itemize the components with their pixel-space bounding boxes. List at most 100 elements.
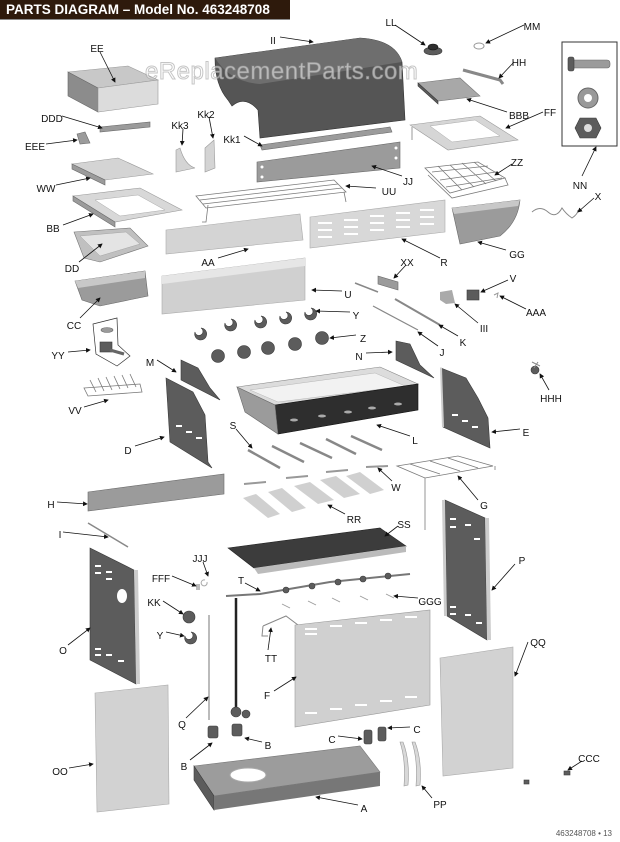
part-UU-warming-rack[interactable] — [195, 179, 347, 223]
callout-label-jjj[interactable]: JJJ — [193, 554, 208, 565]
callout-label-ss[interactable]: SS — [397, 520, 411, 531]
callout-label-d[interactable]: D — [124, 446, 131, 457]
part-O-cart-side[interactable] — [89, 547, 140, 685]
callout-label-zz[interactable]: ZZ — [511, 158, 523, 169]
callout-label-dd[interactable]: DD — [65, 264, 79, 275]
part-VV-grate[interactable] — [83, 373, 143, 397]
part-X-wire[interactable] — [531, 207, 579, 219]
callout-label-ccc[interactable]: CCC — [578, 754, 600, 765]
callout-label-f[interactable]: F — [264, 691, 270, 702]
part-E-cart-side[interactable] — [440, 367, 491, 449]
part-Y-bezel-side[interactable] — [184, 631, 197, 645]
part-TT-tank-holder[interactable] — [261, 615, 303, 637]
callout-label-bbb[interactable]: BBB — [509, 111, 529, 122]
part-I-brace[interactable] — [87, 522, 129, 548]
callout-label-j[interactable]: J — [440, 348, 445, 359]
part-KK-knob[interactable] — [182, 610, 196, 624]
callout-label-x[interactable]: X — [595, 192, 602, 203]
part-FFF-box[interactable] — [196, 584, 200, 590]
callout-label-aa[interactable]: AA — [201, 258, 215, 269]
part-RR-grates[interactable] — [243, 472, 384, 518]
part-Kk1-handle[interactable] — [259, 126, 393, 151]
callout-label-rr[interactable]: RR — [347, 515, 361, 526]
callout-label-ii[interactable]: II — [270, 36, 276, 47]
callout-label-o[interactable]: O — [59, 646, 67, 657]
part-K-rail[interactable] — [394, 298, 441, 326]
callout-label-m[interactable]: M — [146, 358, 154, 369]
callout-label-ee[interactable]: EE — [90, 44, 104, 55]
callout-label-hhh[interactable]: HHH — [540, 394, 562, 405]
part-J-rail[interactable] — [372, 305, 419, 331]
callout-label-uu[interactable]: UU — [382, 187, 396, 198]
callout-label-ww[interactable]: WW — [37, 184, 56, 195]
part-N-firebox-side[interactable] — [395, 340, 435, 379]
callout-label-c2[interactable]: C — [413, 725, 420, 736]
part-A-bottom-shelf[interactable] — [193, 745, 381, 811]
part-GGG-electrodes[interactable] — [281, 593, 395, 609]
part-L-firebox[interactable] — [235, 366, 420, 435]
callout-label-y2[interactable]: Y — [157, 631, 164, 642]
callout-label-mm[interactable]: MM — [524, 22, 541, 33]
callout-label-c1[interactable]: C — [328, 735, 335, 746]
part-BBB-shelf-top[interactable] — [417, 77, 481, 105]
callout-label-ff[interactable]: FF — [544, 108, 556, 119]
part-NN-hardware-kit[interactable] — [561, 41, 618, 147]
part-HHH-ignitor[interactable] — [530, 361, 541, 375]
part-Kk2-bracket[interactable] — [204, 139, 216, 173]
callout-label-gg[interactable]: GG — [509, 250, 525, 261]
callout-label-nn[interactable]: NN — [573, 181, 587, 192]
callout-label-a[interactable]: A — [361, 804, 368, 815]
callout-label-v[interactable]: V — [510, 274, 517, 285]
callout-label-vv[interactable]: VV — [68, 406, 82, 417]
callout-label-ggg[interactable]: GGG — [418, 597, 442, 608]
callout-label-kk3[interactable]: Kk3 — [171, 121, 189, 132]
part-HH-handle[interactable] — [462, 68, 505, 85]
callout-label-oo[interactable]: OO — [52, 767, 68, 778]
part-LL-gauge[interactable] — [423, 43, 443, 56]
part-PP-handles[interactable] — [399, 741, 421, 787]
callout-label-kk1[interactable]: Kk1 — [223, 135, 241, 146]
callout-label-r[interactable]: R — [440, 258, 447, 269]
callout-label-hh[interactable]: HH — [512, 58, 526, 69]
callout-label-b1[interactable]: B — [181, 762, 188, 773]
callout-label-ll[interactable]: LL — [385, 18, 397, 29]
part-CCC-magnets[interactable] — [523, 770, 571, 785]
callout-label-y1[interactable]: Y — [353, 311, 360, 322]
callout-label-tt[interactable]: TT — [265, 654, 277, 665]
part-SS-griddle[interactable] — [227, 527, 407, 574]
part-Kk3-bracket[interactable] — [175, 147, 196, 173]
callout-label-i[interactable]: I — [59, 530, 62, 541]
part-II-lid[interactable] — [214, 37, 406, 139]
part-ZZ-basket[interactable] — [424, 161, 509, 199]
part-III-bracket[interactable] — [440, 290, 455, 304]
callout-label-iii[interactable]: III — [480, 324, 488, 335]
part-XX-lid-stop[interactable] — [377, 275, 399, 291]
part-GG-front-panel[interactable] — [451, 199, 521, 245]
callout-label-e[interactable]: E — [523, 428, 530, 439]
callout-label-aaa[interactable]: AAA — [526, 308, 546, 319]
callout-label-kk2[interactable]: Kk2 — [197, 110, 215, 121]
part-FF-frame[interactable] — [409, 115, 519, 151]
part-BB-frame[interactable] — [72, 187, 183, 228]
part-Y-bezels[interactable] — [194, 307, 317, 341]
part-U-control-panel[interactable] — [161, 257, 306, 315]
callout-label-xx[interactable]: XX — [400, 258, 414, 269]
callout-label-u[interactable]: U — [344, 290, 351, 301]
part-W-carryover[interactable] — [243, 465, 389, 485]
callout-label-g[interactable]: G — [480, 501, 488, 512]
part-WW-tray[interactable] — [70, 157, 155, 186]
part-OO-door[interactable] — [94, 684, 170, 813]
part-Z-knobs[interactable] — [211, 331, 329, 363]
part-M-firebox-side[interactable] — [180, 359, 221, 401]
part-DD-basket[interactable] — [73, 227, 149, 263]
part-S-heat-tents[interactable] — [247, 434, 383, 470]
callout-label-jj[interactable]: JJ — [403, 177, 413, 188]
part-D-cart-side[interactable] — [165, 377, 213, 469]
callout-label-t[interactable]: T — [238, 576, 244, 587]
callout-label-fff[interactable]: FFF — [152, 574, 170, 585]
part-R-rear-vent-panel[interactable] — [309, 199, 446, 249]
part-V-ignitor-module[interactable] — [466, 289, 480, 301]
part-JJJ-clip[interactable] — [200, 579, 208, 587]
callout-label-ddd[interactable]: DDD — [41, 114, 63, 125]
callout-label-qq[interactable]: QQ — [530, 638, 546, 649]
